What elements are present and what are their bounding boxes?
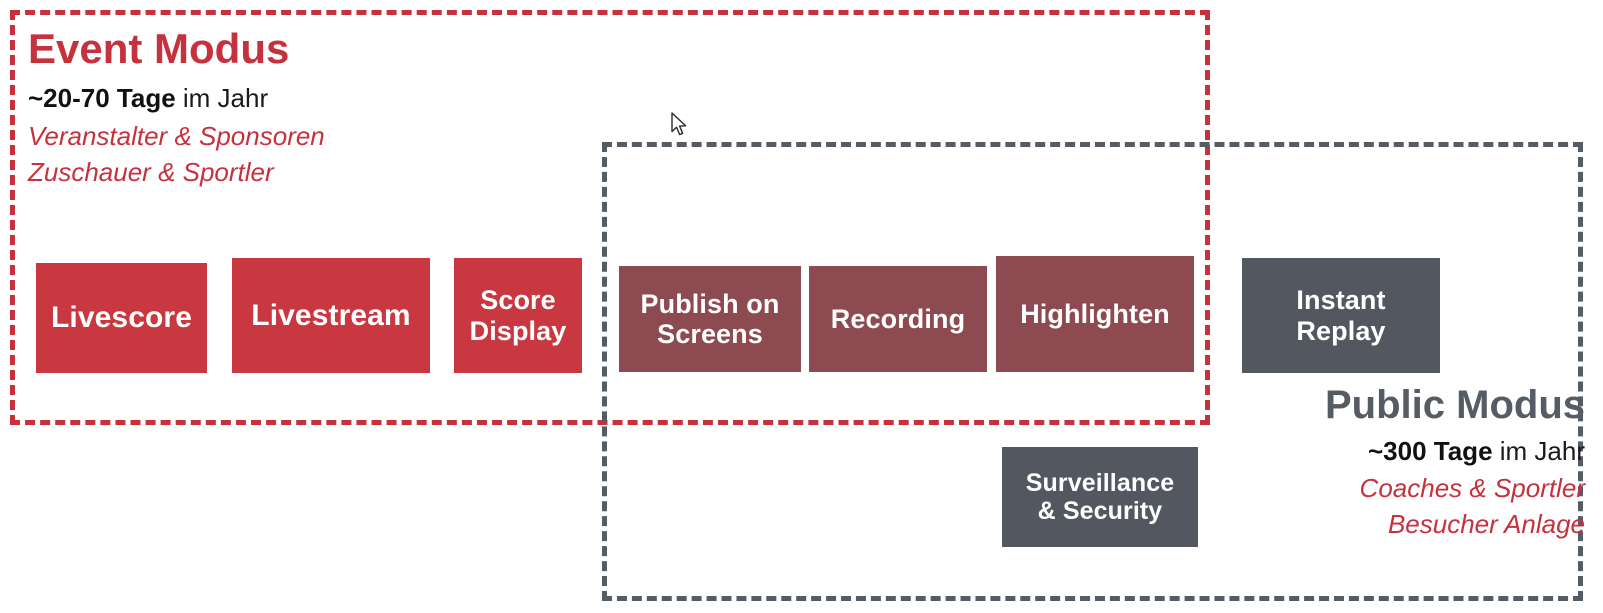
event-modus-days-value: ~20-70 Tage — [28, 83, 176, 113]
feature-box-livestream-label: Livestream — [251, 298, 411, 332]
event-modus-days-unit: im Jahr — [175, 83, 269, 113]
public-modus-title: Public Modus — [1325, 383, 1585, 427]
feature-box-instant-replay-line-1: Instant — [1296, 285, 1386, 316]
feature-box-recording[interactable]: Recording — [809, 266, 987, 372]
event-modus-days: ~20-70 Tage im Jahr — [28, 82, 648, 115]
public-modus-audience-2: Besucher Anlage — [1387, 509, 1585, 540]
public-modus-audience-1: Coaches & Sportler — [1359, 472, 1585, 503]
feature-box-publish-on-screens-line-2: Screens — [657, 319, 763, 349]
feature-box-publish-on-screens-line-1: Publish on — [640, 288, 780, 319]
feature-box-livestream[interactable]: Livestream — [232, 258, 430, 373]
feature-box-score-display-line-2: Display — [469, 315, 567, 346]
feature-box-instant-replay-line-2: Replay — [1296, 315, 1386, 346]
feature-box-surveillance-and-security-line-1: Surveillance — [1025, 469, 1175, 497]
feature-box-score-display-line-1: Score — [480, 285, 556, 316]
feature-box-livescore-label: Livescore — [51, 301, 192, 335]
feature-box-surveillance-and-security-line-2: & Security — [1037, 497, 1163, 525]
feature-box-surveillance-and-security[interactable]: Surveillance& Security — [1002, 447, 1198, 547]
event-modus-text-group: Event Modus ~20-70 Tage im Jahr Veransta… — [28, 28, 648, 191]
event-modus-title: Event Modus — [28, 25, 290, 72]
public-modus-text-group: Public Modus ~300 Tage im Jahr Coaches &… — [1240, 385, 1585, 543]
feature-box-recording-label: Recording — [830, 303, 966, 334]
event-modus-audience-1: Veranstalter & Sponsoren — [28, 120, 325, 151]
public-modus-frame — [602, 142, 1583, 601]
feature-box-highlighten[interactable]: Highlighten — [996, 256, 1194, 372]
public-modus-days-value: ~300 Tage — [1367, 436, 1493, 466]
feature-box-livescore[interactable]: Livescore — [36, 263, 207, 373]
event-modus-audience-2: Zuschauer & Sportler — [28, 157, 274, 188]
feature-box-highlighten-label: Highlighten — [1020, 298, 1170, 329]
public-modus-days: ~300 Tage im Jahr — [1240, 435, 1585, 469]
feature-box-surveillance-and-security-label: Surveillance& Security — [1026, 469, 1175, 525]
event-modus-frame — [10, 10, 1210, 425]
public-modus-days-unit: im Jahr — [1492, 436, 1585, 466]
